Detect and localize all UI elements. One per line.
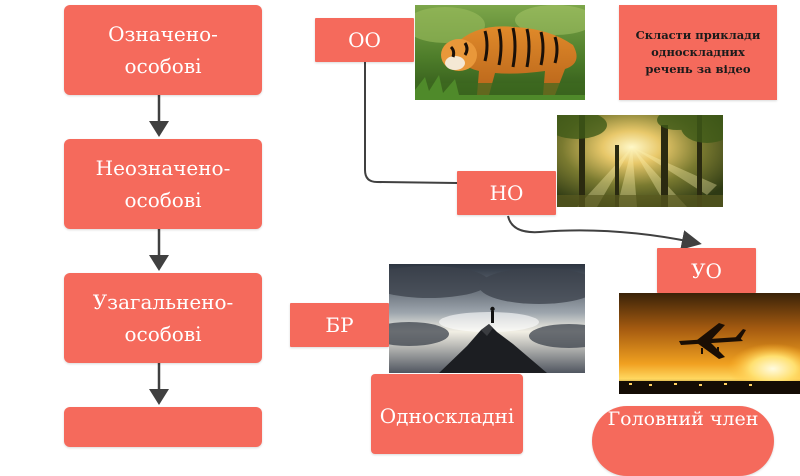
down-arrow-1 <box>149 95 169 137</box>
task-line-3: речень за відео <box>645 62 751 76</box>
connector-no-uo <box>507 215 702 250</box>
connector-oo-no <box>364 62 458 184</box>
box-line-2: особові <box>124 322 202 346</box>
box-line-1: Узагальнено- <box>92 290 234 314</box>
box-line-1: Неозначено- <box>95 156 231 180</box>
airplane-sunset-photo <box>619 293 800 394</box>
task-note: Скласти приклади односкладних речень за … <box>619 5 777 100</box>
label-oo: ОО <box>315 18 414 62</box>
label-uo: УО <box>657 248 756 293</box>
generalized-personal-box: Узагальнено- особові <box>64 273 262 363</box>
next-type-box <box>64 407 262 447</box>
down-arrow-2 <box>149 229 169 271</box>
definite-personal-box: Означено- особові <box>64 5 262 95</box>
connector-layer <box>149 62 702 405</box>
box-line-2: особові <box>124 54 202 78</box>
box-line-2: особові <box>124 188 202 212</box>
task-line-1: Скласти приклади <box>635 28 761 42</box>
main-member-oval: Головний член <box>592 406 774 476</box>
box-line-1: Означено- <box>108 22 218 46</box>
mountain-peak-photo <box>389 264 585 373</box>
tiger-photo <box>415 5 585 100</box>
label-no: НО <box>457 171 556 215</box>
label-br: БР <box>290 303 389 347</box>
indefinite-personal-box: Неозначено- особові <box>64 139 262 229</box>
main-member-label: Головний член <box>607 408 759 430</box>
one-member-label: Односкладні <box>379 404 515 428</box>
one-member-box: Односкладні <box>371 374 523 454</box>
task-line-2: односкладних <box>651 45 745 59</box>
sunlit-forest-photo <box>557 115 723 207</box>
down-arrow-3 <box>149 363 169 405</box>
